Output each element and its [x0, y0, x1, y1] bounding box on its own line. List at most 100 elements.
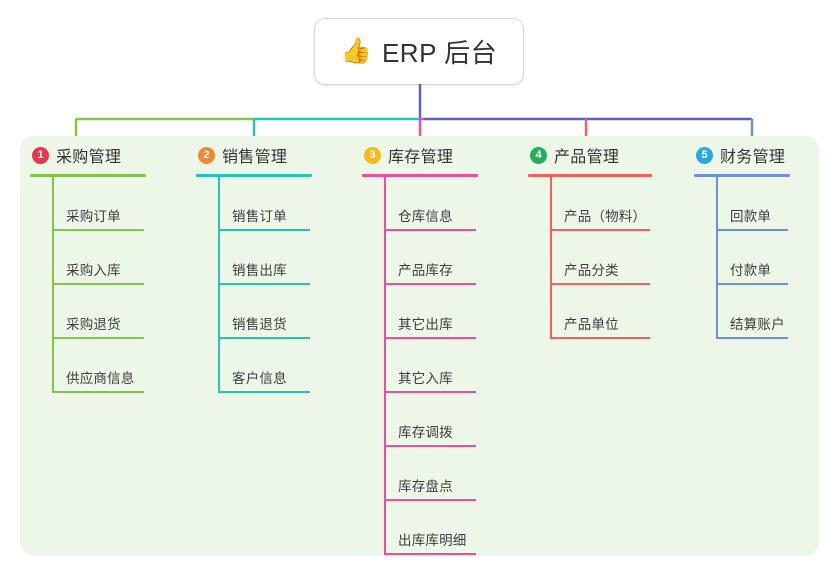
branch-item[interactable]: 产品单位 — [550, 285, 686, 339]
branch-item-underline — [384, 391, 476, 393]
branch-item-underline — [218, 391, 310, 393]
branch-item[interactable]: 销售出库 — [218, 231, 346, 285]
branch-item-label: 客户信息 — [232, 371, 287, 386]
branch-item[interactable]: 供应商信息 — [52, 339, 180, 393]
branch-item[interactable]: 库存调拨 — [384, 393, 512, 447]
branch-item[interactable]: 库存盘点 — [384, 447, 512, 501]
branch-underline — [694, 174, 790, 177]
branch-item-underline — [218, 337, 310, 339]
branch-item-underline — [52, 283, 144, 285]
branch-number-badge: 3 — [364, 146, 381, 164]
branch-header-3[interactable]: 3 库存管理 — [362, 136, 512, 174]
branch-spine — [218, 177, 220, 393]
branch-item-underline — [550, 337, 650, 339]
branch-item-label: 结算账户 — [730, 317, 785, 332]
branch-item-underline — [716, 337, 788, 339]
branch-item-label: 产品库存 — [398, 263, 453, 278]
branch-item-list: 采购订单采购入库采购退货供应商信息 — [30, 177, 180, 393]
branch-item-underline — [384, 553, 476, 555]
branch-item[interactable]: 付款单 — [716, 231, 824, 285]
branch-title: 库存管理 — [388, 149, 454, 166]
branch-item-underline — [52, 391, 144, 393]
branch-item[interactable]: 回款单 — [716, 177, 824, 231]
branch-item-label: 产品（物料） — [564, 209, 647, 224]
branch-number-badge: 5 — [696, 146, 713, 164]
branch-column-5: 5 财务管理回款单付款单结算账户 — [694, 136, 824, 339]
branch-item-label: 销售订单 — [232, 209, 287, 224]
branch-item-underline — [384, 229, 476, 231]
branch-item-list: 回款单付款单结算账户 — [694, 177, 824, 339]
branches-panel — [20, 136, 819, 556]
branch-item-label: 采购入库 — [66, 263, 121, 278]
branch-item-underline — [52, 229, 144, 231]
branch-item[interactable]: 采购入库 — [52, 231, 180, 285]
branch-item[interactable]: 其它出库 — [384, 285, 512, 339]
branch-item[interactable]: 结算账户 — [716, 285, 824, 339]
branch-item-label: 库存调拨 — [398, 425, 453, 440]
branch-header-2[interactable]: 2 销售管理 — [196, 136, 346, 174]
root-node-title: ERP 后台 — [381, 38, 498, 68]
branch-item-label: 采购退货 — [66, 317, 121, 332]
branch-number-badge: 2 — [198, 146, 215, 164]
root-node[interactable]: 👍 ERP 后台 — [315, 19, 523, 84]
branch-item[interactable]: 产品分类 — [550, 231, 686, 285]
branch-item-underline — [550, 229, 650, 231]
thumbs-up-icon: 👍 — [340, 37, 372, 65]
branch-item-label: 回款单 — [730, 209, 772, 224]
branch-item-list: 仓库信息产品库存其它出库其它入库库存调拨库存盘点出库库明细 — [362, 177, 512, 555]
branch-column-1: 1 采购管理采购订单采购入库采购退货供应商信息 — [30, 136, 180, 393]
branch-item-label: 其它入库 — [398, 371, 453, 386]
branch-item-label: 销售退货 — [232, 317, 287, 332]
branch-spine — [716, 177, 718, 339]
branch-item[interactable]: 出库库明细 — [384, 501, 512, 555]
branch-column-2: 2 销售管理销售订单销售出库销售退货客户信息 — [196, 136, 346, 393]
branch-item-list: 产品（物料） 产品分类产品单位 — [528, 177, 686, 339]
branch-number-badge: 1 — [32, 146, 49, 164]
branch-spine — [52, 177, 54, 393]
branch-item-label: 付款单 — [730, 263, 772, 278]
branch-item-underline — [218, 229, 310, 231]
branch-header-1[interactable]: 1 采购管理 — [30, 136, 180, 174]
branch-item[interactable]: 采购订单 — [52, 177, 180, 231]
branch-item[interactable]: 客户信息 — [218, 339, 346, 393]
branch-header-5[interactable]: 5 财务管理 — [694, 136, 824, 174]
branch-item-label: 出库库明细 — [398, 533, 467, 548]
branch-item[interactable]: 其它入库 — [384, 339, 512, 393]
branch-underline — [528, 174, 652, 177]
branch-item[interactable]: 产品库存 — [384, 231, 512, 285]
branch-title: 财务管理 — [720, 149, 786, 166]
branch-item-underline — [384, 283, 476, 285]
branch-item-underline — [52, 337, 144, 339]
branch-title: 产品管理 — [554, 149, 620, 166]
branch-item[interactable]: 采购退货 — [52, 285, 180, 339]
branch-item[interactable]: 销售退货 — [218, 285, 346, 339]
branch-item-label: 产品单位 — [564, 317, 619, 332]
branch-title: 采购管理 — [56, 149, 122, 166]
branch-underline — [362, 174, 478, 177]
branch-item-label: 产品分类 — [564, 263, 619, 278]
branch-item-label: 供应商信息 — [66, 371, 135, 386]
branch-item-underline — [716, 283, 788, 285]
branch-item-underline — [384, 337, 476, 339]
branch-item[interactable]: 销售订单 — [218, 177, 346, 231]
branch-underline — [30, 174, 146, 177]
branch-item-label: 仓库信息 — [398, 209, 453, 224]
branch-title: 销售管理 — [222, 149, 288, 166]
branch-spine — [550, 177, 552, 339]
branch-spine — [384, 177, 386, 555]
branch-item-label: 其它出库 — [398, 317, 453, 332]
branch-underline — [196, 174, 312, 177]
branch-item[interactable]: 产品（物料） — [550, 177, 686, 231]
branch-item-underline — [384, 445, 476, 447]
branch-item-underline — [550, 283, 650, 285]
branch-item-label: 销售出库 — [232, 263, 287, 278]
branch-item-label: 库存盘点 — [398, 479, 453, 494]
branch-item-underline — [716, 229, 788, 231]
branch-item-underline — [218, 283, 310, 285]
branch-item-label: 采购订单 — [66, 209, 121, 224]
branch-item-list: 销售订单销售出库销售退货客户信息 — [196, 177, 346, 393]
branch-item[interactable]: 仓库信息 — [384, 177, 512, 231]
